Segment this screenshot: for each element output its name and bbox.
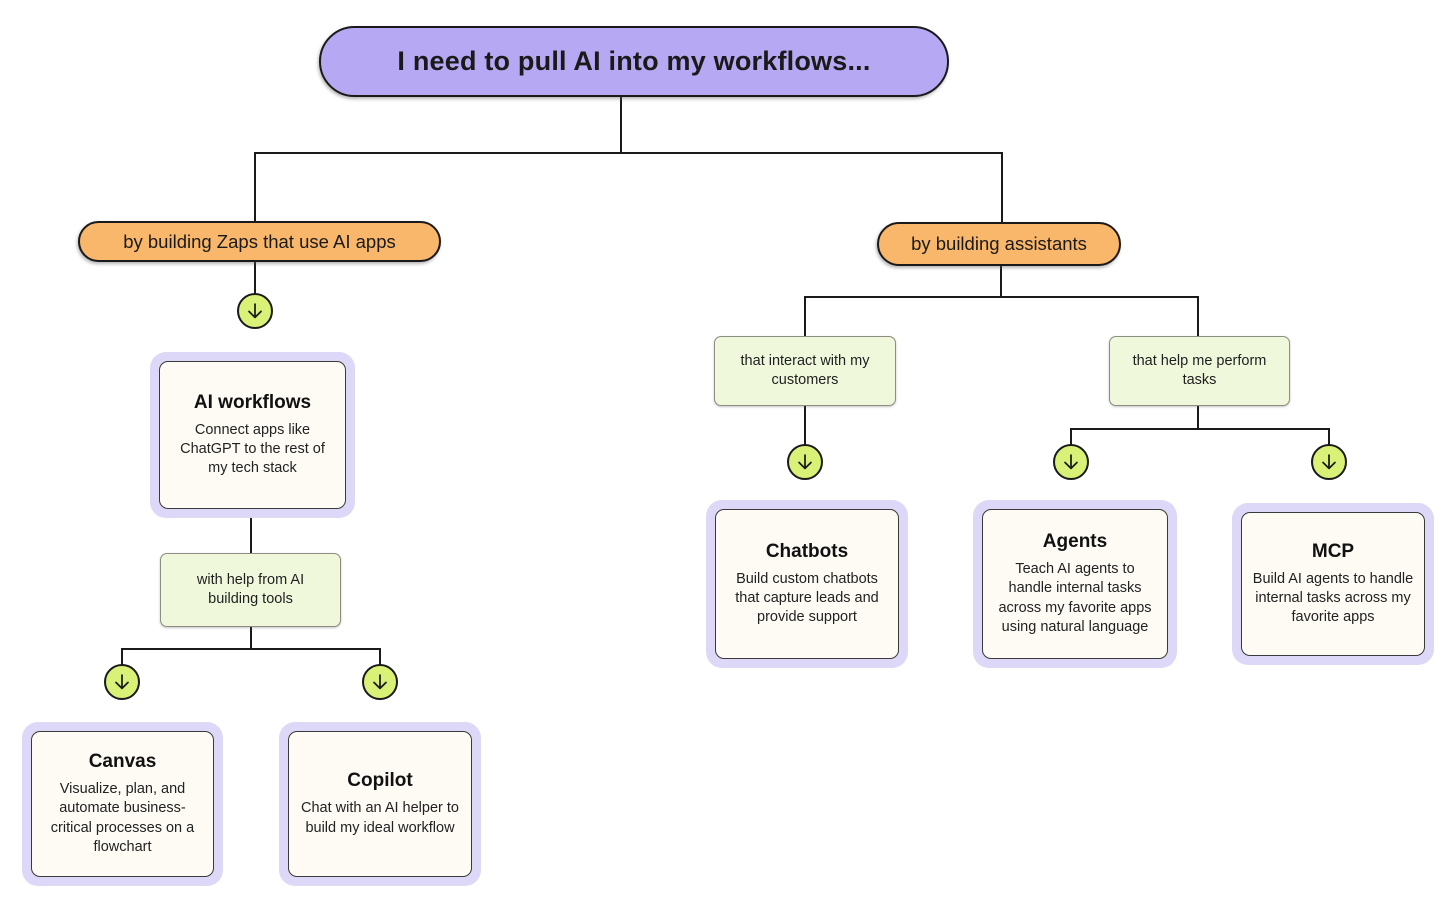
card-title: AI workflows bbox=[193, 391, 312, 413]
connector bbox=[1328, 428, 1330, 446]
branch-zaps-label: by building Zaps that use AI apps bbox=[123, 230, 396, 252]
connector bbox=[121, 648, 381, 650]
connector bbox=[1070, 428, 1072, 446]
card-description: Connect apps like ChatGPT to the rest of… bbox=[180, 421, 325, 477]
connector bbox=[254, 152, 256, 221]
down-arrow-circle bbox=[1311, 444, 1347, 480]
down-arrow-circle bbox=[237, 293, 273, 329]
branch-assistants-label: by building assistants bbox=[911, 233, 1087, 254]
root-node-label: I need to pull AI into my workflows... bbox=[397, 46, 871, 76]
branch-zaps: by building Zaps that use AI apps bbox=[78, 221, 441, 262]
card-title: Copilot bbox=[347, 770, 413, 792]
card-description: Teach AI agents to handle internal tasks… bbox=[998, 561, 1152, 635]
connector bbox=[804, 406, 806, 446]
connector bbox=[250, 627, 252, 650]
condition-with-help-label: with help from AI building tools bbox=[196, 572, 305, 607]
condition-with-help: with help from AI building tools bbox=[160, 553, 341, 627]
card-description: Build custom chatbots that capture leads… bbox=[735, 570, 879, 626]
card-chatbots: Chatbots Build custom chatbots that capt… bbox=[706, 500, 908, 668]
card-mcp-inner: MCP Build AI agents to handle internal t… bbox=[1241, 512, 1425, 656]
down-arrow-icon bbox=[111, 671, 133, 693]
connector bbox=[1197, 406, 1199, 430]
condition-perform-tasks: that help me perform tasks bbox=[1109, 336, 1290, 406]
down-arrow-icon bbox=[794, 451, 816, 473]
card-title: MCP bbox=[1311, 540, 1355, 562]
down-arrow-circle bbox=[1053, 444, 1089, 480]
down-arrow-icon bbox=[1060, 451, 1082, 473]
card-title: Canvas bbox=[88, 751, 157, 773]
down-arrow-circle bbox=[787, 444, 823, 480]
branch-assistants: by building assistants bbox=[877, 222, 1121, 266]
card-ai-workflows: AI workflows Connect apps like ChatGPT t… bbox=[150, 352, 355, 518]
card-agents-inner: Agents Teach AI agents to handle interna… bbox=[982, 509, 1168, 659]
down-arrow-icon bbox=[244, 300, 266, 322]
connector bbox=[804, 296, 806, 336]
connector bbox=[254, 152, 1003, 154]
card-copilot: Copilot Chat with an AI helper to build … bbox=[279, 722, 481, 886]
connector bbox=[620, 97, 622, 152]
card-mcp: MCP Build AI agents to handle internal t… bbox=[1232, 503, 1434, 665]
connector bbox=[250, 518, 252, 553]
card-canvas: Canvas Visualize, plan, and automate bus… bbox=[22, 722, 223, 886]
connector bbox=[379, 648, 381, 666]
down-arrow-circle bbox=[104, 664, 140, 700]
down-arrow-circle bbox=[362, 664, 398, 700]
connector bbox=[1070, 428, 1330, 430]
card-chatbots-inner: Chatbots Build custom chatbots that capt… bbox=[715, 509, 899, 659]
card-title: Chatbots bbox=[765, 540, 849, 562]
card-description: Build AI agents to handle internal tasks… bbox=[1252, 570, 1414, 626]
connector bbox=[1197, 296, 1199, 336]
down-arrow-icon bbox=[369, 671, 391, 693]
card-description: Visualize, plan, and automate business-c… bbox=[50, 781, 195, 855]
connector bbox=[1001, 152, 1003, 222]
card-ai-workflows-inner: AI workflows Connect apps like ChatGPT t… bbox=[159, 361, 346, 509]
card-copilot-inner: Copilot Chat with an AI helper to build … bbox=[288, 731, 472, 877]
connector bbox=[121, 648, 123, 666]
condition-perform-tasks-label: that help me perform tasks bbox=[1132, 353, 1267, 388]
connector bbox=[1000, 266, 1002, 297]
down-arrow-icon bbox=[1318, 451, 1340, 473]
card-canvas-inner: Canvas Visualize, plan, and automate bus… bbox=[31, 731, 214, 877]
card-agents: Agents Teach AI agents to handle interna… bbox=[973, 500, 1177, 668]
root-node: I need to pull AI into my workflows... bbox=[319, 26, 949, 97]
connector bbox=[254, 261, 256, 295]
card-description: Chat with an AI helper to build my ideal… bbox=[301, 800, 459, 836]
condition-interact-customers-label: that interact with my customers bbox=[740, 353, 870, 388]
condition-interact-customers: that interact with my customers bbox=[714, 336, 896, 406]
card-title: Agents bbox=[1042, 531, 1108, 553]
connector bbox=[804, 296, 1199, 298]
